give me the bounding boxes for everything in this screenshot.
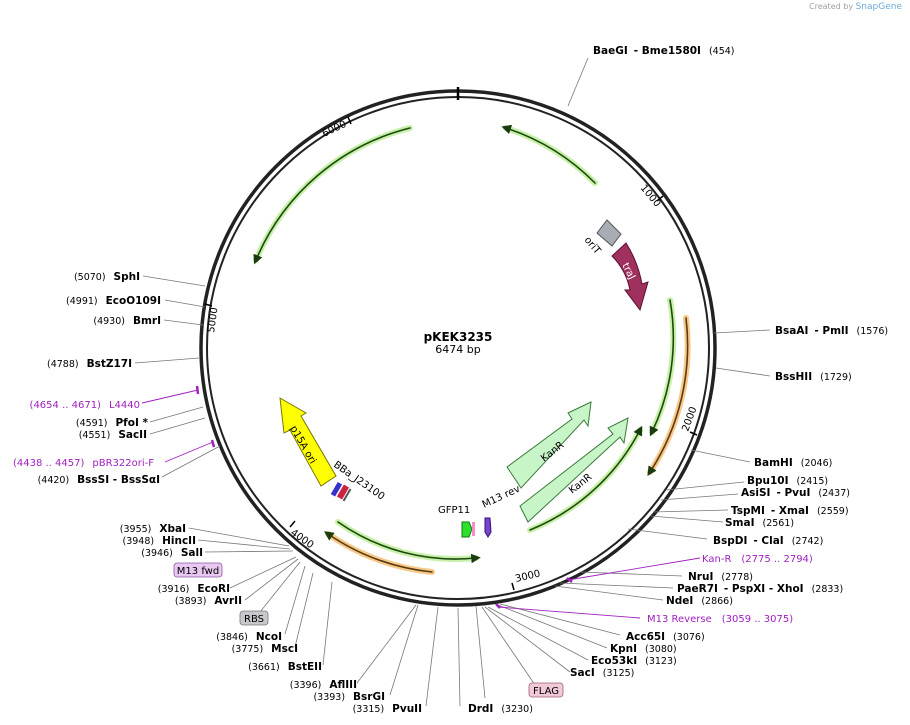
site-EcoRI: (3916)EcoRI <box>158 583 230 595</box>
plasmid-size: 6474 bp <box>435 343 480 356</box>
site-NcoI: (3846)NcoI <box>216 631 282 643</box>
rbs-box: RBS <box>239 610 269 626</box>
site-BamHI: BamHI(2046) <box>754 457 832 469</box>
site-NruI: NruI(2778) <box>688 571 753 583</box>
primer-L4440: (4654 .. 4671)L4440 <box>30 400 140 411</box>
site-BstZ17I: (4788)BstZ17I <box>47 358 132 370</box>
site-Eco53kI: Eco53kI(3123) <box>591 655 677 667</box>
site-AsiSI: AsiSI- PvuI(2437) <box>741 487 850 499</box>
site-DrdI: DrdI(3230) <box>468 703 533 715</box>
m13-fwd-box: M13 fwd <box>173 562 223 578</box>
m13-rev-feature <box>484 517 492 538</box>
primer-M13-Reverse: M13 Reverse(3059 .. 3075) <box>647 614 793 625</box>
flag-label: FLAG <box>533 686 559 697</box>
primer-connectors <box>141 389 701 619</box>
flag-box: FLAG <box>528 682 564 698</box>
tick-label-5000: 5000 <box>206 307 220 334</box>
site-BsrGI: (3393)BsrGI <box>313 691 385 703</box>
oriT-feature <box>596 219 622 247</box>
snapgene-credit: Created by SnapGene <box>809 2 902 12</box>
site-NdeI: NdeI(2866) <box>666 595 733 607</box>
site-AvrII: (3893)AvrII <box>175 595 242 607</box>
orf-arcs <box>253 124 677 564</box>
tick-label-3000: 3000 <box>514 568 541 584</box>
p15A-ori-feature <box>279 397 337 487</box>
primer-labels: (4654 .. 4671)L4440 (4438 .. 4457)pBR322… <box>13 400 813 625</box>
site-KpnI: KpnI(3080) <box>610 643 677 655</box>
site-PaeR7I: PaeR7I- PspXI - XhoI(2833) <box>677 583 843 595</box>
m13-fwd-label: M13 fwd <box>177 566 219 577</box>
site-Acc65I: Acc65I(3076) <box>626 631 705 643</box>
site-BaeGI: BaeGI- Bme1580I(454) <box>593 45 735 57</box>
right-site-labels: BaeGI- Bme1580I(454) BsaAI- PmlI(1576) B… <box>468 45 888 715</box>
site-SacII: (4551)SacII <box>79 429 147 441</box>
site-AflIII: (3396)AflIII <box>290 679 357 691</box>
orange-arcs <box>324 315 691 575</box>
site-SacI: SacI(3125) <box>570 667 634 679</box>
site-PvuII: (3315)PvuII <box>353 703 422 715</box>
site-HincII: (3948)HincII <box>123 535 197 547</box>
site-Bpu10I: Bpu10I(2415) <box>747 475 828 487</box>
gfp11-feature <box>461 521 473 538</box>
rbs-label: RBS <box>244 614 264 625</box>
site-SphI: (5070)SphI <box>74 271 140 283</box>
site-TspMI: TspMI- XmaI(2559) <box>731 505 849 517</box>
primer-Kan-R: Kan-R(2775 .. 2794) <box>702 554 813 565</box>
oriT-label: oriT <box>582 235 603 257</box>
m13-rev-label: M13 rev <box>481 484 522 511</box>
site-XbaI: (3955)XbaI <box>120 523 186 535</box>
site-PfoI: (4591)PfoI * <box>76 417 149 429</box>
kanR-arrow-2 <box>519 417 629 523</box>
site-EcoO109I: (4991)EcoO109I <box>66 295 161 307</box>
kanR-arrow-1 <box>506 401 592 489</box>
gfp11-label: GFP11 <box>438 505 470 516</box>
site-BssHII: BssHII(1729) <box>775 371 852 383</box>
primer-marks <box>195 385 573 609</box>
left-site-labels: (5070)SphI (4991)EcoO109I (4930)BmrI (47… <box>38 271 422 715</box>
site-SmaI: SmaI(2561) <box>725 517 794 529</box>
bba-j23100-feature <box>330 481 352 502</box>
site-connectors <box>134 57 771 707</box>
site-SalI: (3946)SalI <box>141 547 203 559</box>
site-BsaAI: BsaAI- PmlI(1576) <box>775 325 888 337</box>
site-BstEII: (3661)BstEII <box>248 661 322 673</box>
site-MscI: (3775)MscI <box>232 643 298 655</box>
plasmid-name: pKEK3235 <box>424 330 493 344</box>
traJ-feature <box>611 242 649 312</box>
site-BmrI: (4930)BmrI <box>93 315 161 327</box>
primer-pBR322ori-F: (4438 .. 4457)pBR322ori-F <box>13 458 154 469</box>
site-BssSI: (4420)BssSI - BssSαI <box>38 474 160 486</box>
site-BspDI: BspDI- ClaI(2742) <box>713 535 823 547</box>
gfp11-accent <box>472 522 475 536</box>
tick-label-4000: 4000 <box>288 527 315 551</box>
